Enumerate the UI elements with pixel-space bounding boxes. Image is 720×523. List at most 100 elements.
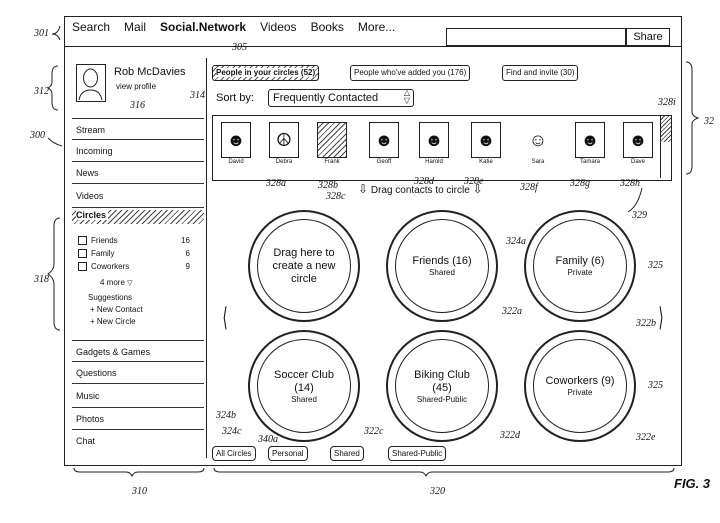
share-input[interactable] [446, 28, 626, 46]
more-circles-toggle[interactable]: 4 more ▽ [78, 278, 200, 291]
circle-title: Friends (16) [412, 255, 472, 267]
contact-debra[interactable]: ☮Debra [265, 122, 303, 165]
filter-personal[interactable]: Personal [268, 446, 308, 461]
ref-328d: 328d [414, 176, 434, 187]
tab-label: People who've added you (176) [354, 68, 467, 77]
contact-name: Harold [425, 159, 443, 165]
nav-books[interactable]: Books [310, 20, 344, 34]
tab-people-in-circles[interactable]: People in your circles (52) [212, 65, 320, 81]
contacts-row: ☻David ☮Debra Frank ☻Geoff ☻Harold ☻Kati… [217, 122, 667, 172]
sort-select[interactable]: Frequently Contacted △▽ [268, 89, 414, 107]
filter-all-circles[interactable]: All Circles [212, 446, 256, 461]
ref-328e: 328e [464, 176, 484, 187]
nav-item-stream[interactable]: Stream [72, 118, 204, 140]
filter-shared[interactable]: Shared [330, 446, 364, 461]
nav-item-incoming[interactable]: Incoming [72, 140, 204, 162]
suggestions-header: Suggestions [88, 293, 133, 302]
nav-item-photos[interactable]: Photos [72, 408, 204, 430]
ref-328a: 328a [266, 178, 286, 189]
ref-325-coworkers: 325 [648, 380, 663, 391]
contact-geoff[interactable]: ☻Geoff [365, 122, 403, 165]
contact-name: Sara [531, 159, 545, 165]
nav-item-label: Stream [76, 125, 106, 135]
contact-david[interactable]: ☻David [217, 122, 255, 165]
ref-316: 316 [130, 100, 145, 111]
left-column: Rob McDavies view profile Stream Incomin… [72, 58, 207, 458]
circle-soccer-club[interactable]: Soccer Club (14) Shared [248, 330, 360, 442]
scrollbar-thumb[interactable] [661, 116, 671, 142]
circle-sub: Shared [429, 268, 455, 277]
top-divider [64, 46, 682, 47]
contact-name: Geoff [376, 159, 392, 165]
circle-coworkers[interactable]: Coworkers (9) Private [524, 330, 636, 442]
checkbox[interactable] [78, 249, 87, 259]
top-nav-bar: Search Mail Social.Network Videos Books … [72, 20, 409, 34]
circle-biking-club[interactable]: Biking Club (45) Shared-Public [386, 330, 498, 442]
ref-322d: 322d [500, 430, 520, 441]
nav-item-label: Incoming [76, 146, 113, 156]
view-profile-link[interactable]: view profile [116, 82, 157, 91]
nav-item-label: Questions [76, 368, 117, 378]
ref-324a: 324a [506, 236, 526, 247]
nav-item-news[interactable]: News [72, 162, 204, 184]
nav-social-network[interactable]: Social.Network [160, 20, 247, 34]
filter-shared-public[interactable]: Shared-Public [388, 446, 447, 461]
circle-sub: Private [567, 388, 593, 397]
ref-328i: 328i [658, 97, 676, 108]
circles-header-label: Circles [76, 210, 109, 220]
circle-count: 16 [181, 236, 190, 245]
ref-328c: 328c [326, 191, 346, 202]
nav-item-music[interactable]: Music [72, 384, 204, 408]
checkbox[interactable] [78, 262, 87, 272]
checkbox[interactable] [78, 236, 87, 246]
share-button[interactable]: Share [626, 28, 670, 46]
circle-new-drop-zone[interactable]: Drag here to create a new circle [248, 210, 360, 322]
circle-item-family[interactable]: Family 6 [78, 249, 200, 262]
ref-328g: 328g [570, 178, 590, 189]
circle-inner: Soccer Club (14) Shared [257, 339, 351, 433]
circle-item-coworkers[interactable]: Coworkers 9 [78, 262, 200, 275]
down-arrow-icon: ⇩ [358, 182, 369, 196]
suggestion-new-contact[interactable]: + New Contact [90, 305, 143, 314]
contact-harold[interactable]: ☻Harold [415, 122, 453, 165]
nav-item-gadgets-games[interactable]: Gadgets & Games [72, 340, 204, 362]
nav-search[interactable]: Search [72, 20, 111, 34]
circle-inner: Coworkers (9) Private [533, 339, 627, 433]
contact-katie[interactable]: ☻Katie [467, 122, 505, 165]
circle-label: Coworkers [91, 262, 130, 271]
circle-friends[interactable]: Friends (16) Shared [386, 210, 498, 322]
nav-item-label: Chat [76, 436, 96, 446]
contact-sara[interactable]: ☺Sara [519, 122, 557, 165]
contact-tamara[interactable]: ☻Tamara [571, 122, 609, 165]
contact-frank[interactable]: Frank [313, 122, 351, 165]
nav-item-chat[interactable]: Chat [72, 430, 204, 452]
prev-arrow[interactable]: ⟨ [222, 302, 228, 332]
nav-item-label: News [76, 168, 99, 178]
person-icon: ☻ [221, 122, 251, 158]
peace-icon: ☮ [269, 122, 299, 158]
person-icon: ☻ [419, 122, 449, 158]
nav-item-questions[interactable]: Questions [72, 362, 204, 384]
tab-find-and-invite[interactable]: Find and invite (30) [502, 65, 579, 81]
circle-title: Drag here to create a new circle [272, 246, 336, 285]
ref-301: 301 [34, 28, 49, 39]
contacts-scrollbar[interactable] [660, 116, 671, 178]
ref-320: 320 [430, 486, 445, 497]
nav-videos[interactable]: Videos [260, 20, 297, 34]
nav-item-videos[interactable]: Videos [72, 184, 204, 208]
contact-dave[interactable]: ☻Dave [619, 122, 657, 165]
circles-header[interactable]: Circles [72, 210, 204, 224]
person-icon: ☻ [471, 122, 501, 158]
ref-322a: 322a [502, 306, 522, 317]
suggestion-new-circle[interactable]: + New Circle [90, 317, 136, 326]
circle-item-friends[interactable]: Friends 16 [78, 236, 200, 249]
contact-name: David [228, 159, 244, 165]
profile-name: Rob McDavies [114, 66, 186, 78]
nav-item-label: Gadgets & Games [76, 347, 151, 357]
circle-family[interactable]: Family (6) Private [524, 210, 636, 322]
next-arrow[interactable]: ⟩ [658, 302, 664, 332]
ref-318: 318 [34, 274, 49, 285]
nav-mail[interactable]: Mail [124, 20, 147, 34]
tab-people-who-added-you[interactable]: People who've added you (176) [350, 65, 471, 81]
nav-more[interactable]: More... [357, 20, 396, 34]
